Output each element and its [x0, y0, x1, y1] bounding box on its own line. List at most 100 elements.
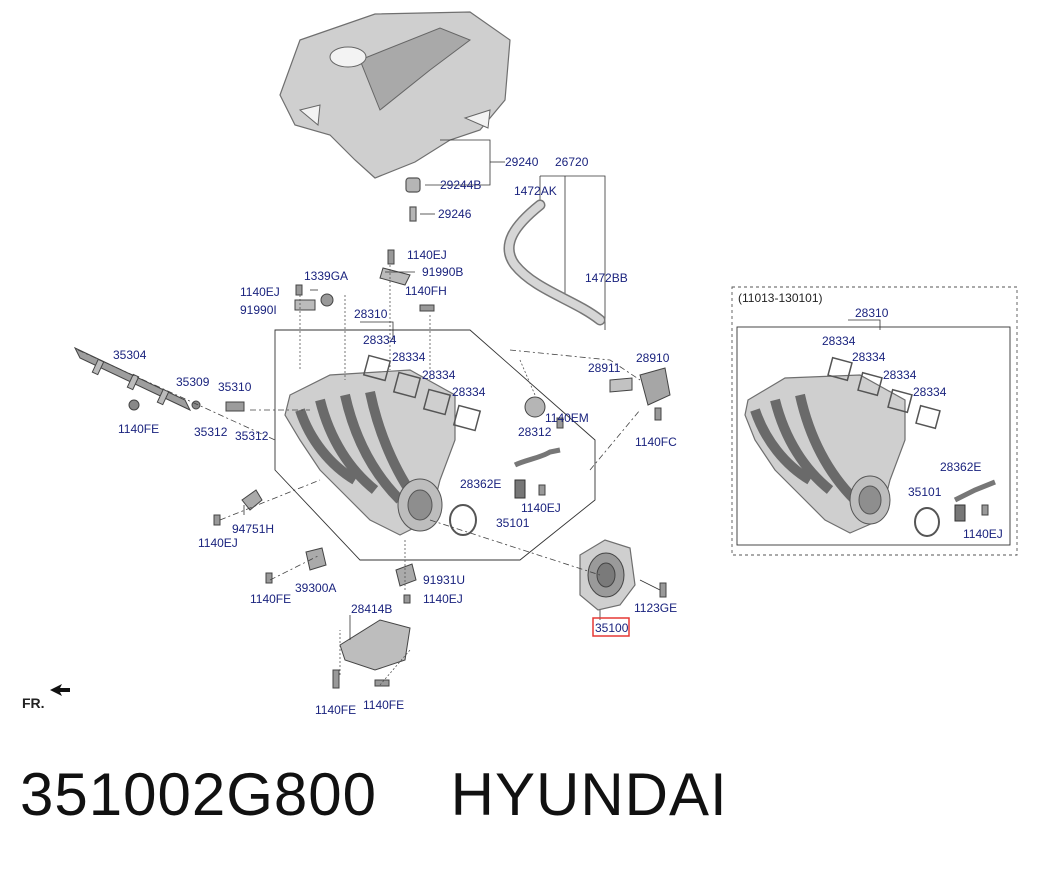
front-marker: FR.: [22, 695, 45, 711]
front-arrow-icon: [50, 684, 70, 696]
callout-35309: 35309: [176, 375, 210, 389]
bolt-1140fe: [332, 669, 340, 689]
bolt-1140ej: [213, 514, 221, 526]
callout-26720: 26720: [555, 155, 589, 169]
callout-28334-variant: 28334: [852, 350, 886, 364]
bolt-1140fe: [265, 572, 273, 584]
callout-39300a: 39300A: [295, 581, 336, 595]
throttle-body-35100: [579, 539, 636, 611]
bolt-1140ej-variant: [981, 504, 989, 516]
gasket-28334: [827, 356, 853, 382]
callout-35310: 35310: [218, 380, 252, 394]
callout-28334-variant: 28334: [822, 334, 856, 348]
gasket-28334: [392, 371, 422, 399]
pipe-28362e: [514, 479, 526, 499]
bolt-1140fe: [374, 679, 390, 687]
intake-manifold: [284, 369, 456, 536]
bolt-1140fc: [654, 407, 662, 421]
callout-35101: 35101: [496, 516, 530, 530]
bracket-94751h: [241, 489, 263, 511]
callout-1140fc: 1140FC: [635, 435, 677, 449]
callout-1339ga: 1339GA: [304, 269, 348, 283]
solenoid-28910: [639, 367, 671, 406]
callout-1140fe: 1140FE: [250, 592, 291, 606]
bolt-1140ej: [295, 284, 303, 296]
callout-1140em: 1140EM: [545, 411, 589, 425]
callout-28334: 28334: [422, 368, 456, 382]
callout-29244b: 29244B: [440, 178, 481, 192]
callout-29246: 29246: [438, 207, 472, 221]
highlight-35100: [592, 617, 630, 637]
callout-1140ej: 1140EJ: [240, 285, 280, 299]
callout-35101-variant: 35101: [908, 485, 942, 499]
callout-1140ej: 1140EJ: [423, 592, 463, 606]
callout-28312: 28312: [518, 425, 552, 439]
bolt-1123ge: [659, 582, 667, 598]
callout-28911: 28911: [588, 361, 621, 375]
callout-1123ge: 1123GE: [634, 601, 677, 615]
bracket-91990i: [294, 299, 316, 311]
gasket-28334: [362, 354, 392, 382]
callout-91990b: 91990B: [422, 265, 463, 279]
callout-29240: 29240: [505, 155, 539, 169]
gasket-28334: [915, 404, 941, 430]
callout-1140ej: 1140EJ: [521, 501, 561, 515]
callout-28334: 28334: [452, 385, 486, 399]
bolt-1140fh: [419, 304, 435, 312]
gasket-28334: [857, 371, 883, 397]
bracket-28414b: [339, 619, 411, 671]
callout-35100: 35100: [595, 621, 629, 635]
gasket-28334: [452, 404, 482, 432]
callout-28414b: 28414B: [351, 602, 392, 616]
injector-35310: [225, 401, 245, 412]
bracket-91990b: [379, 267, 411, 286]
callout-1140ej-variant: 1140EJ: [963, 527, 1003, 541]
callout-28334-variant: 28334: [913, 385, 947, 399]
callout-1140ej: 1140EJ: [407, 248, 447, 262]
intake-manifold-variant: [744, 374, 906, 534]
fuel-rail: [73, 346, 192, 412]
bolt-1140ej: [387, 249, 395, 265]
nut-1339ga: [320, 293, 334, 307]
callout-1140fe: 1140FE: [363, 698, 404, 712]
part-number: 351002G800: [20, 761, 377, 828]
callout-28362e: 28362E: [460, 477, 501, 491]
callout-1472bb: 1472BB: [585, 271, 628, 285]
callout-1140fe: 1140FE: [118, 422, 159, 436]
callout-28362e-variant: 28362E: [940, 460, 981, 474]
callout-35312: 35312: [235, 429, 269, 443]
bolt-1140ej: [538, 484, 546, 496]
gasket-28334: [422, 388, 452, 416]
variant-inner-box: [736, 326, 1011, 546]
gasket-28334: [887, 388, 913, 414]
callout-28310: 28310: [354, 307, 388, 321]
callout-28334: 28334: [363, 333, 397, 347]
bracket-39300a: [305, 547, 327, 571]
bracket-28911: [609, 377, 633, 393]
callout-28310-variant: 28310: [855, 306, 889, 320]
callout-1140fh: 1140FH: [405, 284, 447, 298]
engine-cover: [279, 11, 511, 179]
variant-outline: [731, 286, 1018, 556]
gasket-35101: [449, 504, 477, 536]
brand-name: HYUNDAI: [450, 761, 728, 828]
gasket-35101-variant: [914, 507, 940, 537]
bolt-1140em: [556, 417, 564, 429]
callout-28334: 28334: [392, 350, 426, 364]
variant-serial-range: (11013-130101): [738, 291, 823, 305]
callout-94751h: 94751H: [232, 522, 274, 536]
callout-91990i: 91990I: [240, 303, 277, 317]
bracket-91931u: [395, 563, 417, 587]
callout-1140fe: 1140FE: [315, 703, 356, 717]
parts-diagram: 29240 26720 29244B 1472AK 29246 1472BB 1…: [22, 11, 1018, 717]
callout-1140ej: 1140EJ: [198, 536, 238, 550]
callout-labels: 29240 26720 29244B 1472AK 29246 1472BB 1…: [22, 155, 1003, 717]
bolt-1140ej: [403, 594, 411, 604]
callout-1472ak: 1472AK: [514, 184, 557, 198]
footer-caption: 351002G800 HYUNDAI: [20, 760, 1040, 840]
grommet-29244b: [405, 177, 421, 193]
bolt-1140fe: [128, 399, 140, 411]
callout-35312: 35312: [194, 425, 228, 439]
callout-91931u: 91931U: [423, 573, 465, 587]
stud-29246: [409, 206, 417, 222]
